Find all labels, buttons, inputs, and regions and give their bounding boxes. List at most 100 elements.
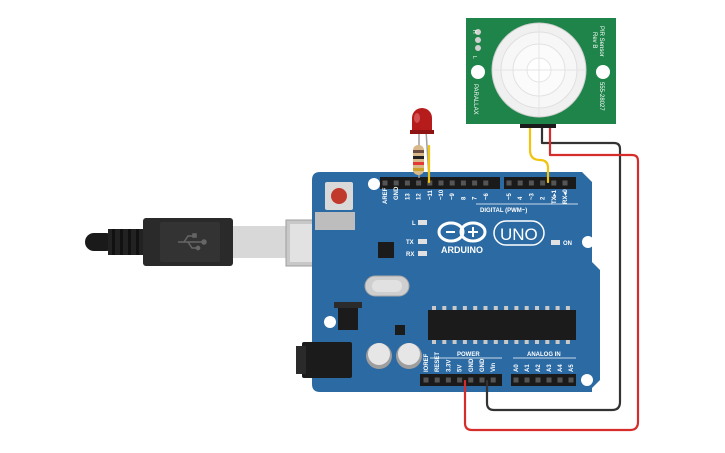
power-pin-label: GND: [480, 358, 486, 372]
arduino-logo: [437, 221, 487, 243]
power-pin-label: Vin: [491, 362, 497, 372]
header-hole[interactable]: [449, 180, 455, 186]
svg-text:RX: RX: [406, 252, 414, 258]
power-pin-label: 5V: [458, 365, 464, 372]
mounting-hole: [471, 65, 485, 79]
svg-text:H: H: [471, 30, 477, 34]
analog-pin-label: A2: [536, 364, 542, 372]
svg-text:L: L: [412, 221, 416, 227]
digital-pin-label: ~6: [484, 192, 490, 200]
digital-header-label: DIGITAL (PWM~): [480, 208, 527, 214]
atmega-chip: [428, 306, 576, 344]
digital-pin-label: ~11: [428, 189, 434, 200]
mounting-hole: [324, 316, 336, 328]
svg-text:TX: TX: [406, 240, 414, 246]
digital-pin-label: 2: [541, 196, 547, 200]
uno-badge: UNO: [493, 220, 545, 246]
header-hole[interactable]: [460, 180, 466, 186]
arduino-logo-text: ARDUINO: [441, 245, 483, 255]
pir-sensor: H L PARALLAX PIR Sensor Rev B 555-28027: [466, 18, 616, 128]
wire-signal: [528, 123, 550, 184]
digital-pin-label: RX◂0: [563, 189, 569, 204]
header-hole[interactable]: [513, 377, 519, 383]
analog-header-label: ANALOG IN: [527, 352, 561, 358]
header-hole[interactable]: [479, 377, 485, 383]
header-hole[interactable]: [445, 377, 451, 383]
crystal-oscillator: [364, 275, 410, 297]
digital-pin-label: ~5: [507, 192, 513, 200]
header-hole[interactable]: [483, 180, 489, 186]
arduino-uno-board: AREF GND 13 12 ~11 ~10 ~9 8 7 ~6 ~5 4 ~3 2 TX▸1 RX◂0 DI…: [296, 172, 600, 392]
usb-icon: [178, 233, 207, 251]
digital-pin-label: ~3: [529, 192, 535, 200]
power-pin-label: RESET: [435, 352, 441, 372]
wire-ground: [485, 123, 622, 412]
mounting-hole: [368, 178, 380, 190]
header-hole[interactable]: [551, 180, 557, 186]
mounting-hole: [596, 65, 610, 79]
header-hole[interactable]: [562, 180, 568, 186]
analog-pin-label: A0: [514, 364, 520, 372]
header-hole[interactable]: [546, 377, 552, 383]
header-hole[interactable]: [423, 377, 429, 383]
uno-text: UNO: [500, 225, 538, 244]
digital-pin-label: 8: [461, 196, 467, 200]
usb-chip: [378, 242, 394, 258]
header-hole[interactable]: [434, 377, 440, 383]
mounting-hole: [582, 236, 594, 248]
header-hole[interactable]: [528, 180, 534, 186]
dc-power-jack: [296, 342, 352, 378]
header-hole[interactable]: [540, 180, 546, 186]
svg-text:ON: ON: [563, 241, 572, 247]
header-hole[interactable]: [382, 180, 388, 186]
header-hole[interactable]: [404, 180, 410, 186]
power-header: [420, 374, 576, 386]
header-hole[interactable]: [438, 180, 444, 186]
wire-power: [463, 123, 640, 432]
pir-brand: PARALLAX: [472, 84, 478, 115]
analog-pin-label: A1: [525, 364, 531, 372]
header-hole[interactable]: [468, 377, 474, 383]
digital-pin-label: ~10: [439, 189, 445, 200]
digital-header: [380, 177, 576, 189]
header-hole[interactable]: [517, 180, 523, 186]
power-pin-label: 3.3V: [446, 360, 452, 372]
header-hole[interactable]: [506, 180, 512, 186]
digital-pin-label: 13: [405, 193, 411, 200]
small-ic: [395, 325, 405, 335]
pir-part-number: 555-28027: [598, 82, 604, 111]
digital-pin-label: GND: [394, 186, 400, 200]
power-pin-label: IOREF: [424, 353, 430, 372]
digital-pin-label: 12: [417, 193, 423, 200]
power-header-label: POWER: [457, 352, 480, 358]
header-hole[interactable]: [457, 377, 463, 383]
header-hole[interactable]: [416, 180, 422, 186]
capacitor: [366, 343, 392, 369]
header-hole[interactable]: [557, 377, 563, 383]
header-hole[interactable]: [472, 180, 478, 186]
digital-pin-label: AREF: [383, 187, 389, 204]
analog-pin-label: A5: [569, 364, 575, 372]
wires: [427, 123, 640, 432]
digital-pin-label: 4: [518, 196, 524, 200]
pir-dome: [491, 22, 587, 118]
header-hole[interactable]: [490, 377, 496, 383]
header-hole[interactable]: [427, 180, 433, 186]
resistor: [413, 145, 424, 175]
capacitor: [396, 343, 422, 369]
analog-pin-label: A3: [547, 364, 553, 372]
digital-pin-label: 7: [473, 196, 479, 200]
header-hole[interactable]: [524, 377, 530, 383]
status-leds: L TX RX ON: [406, 220, 572, 258]
header-hole[interactable]: [393, 180, 399, 186]
analog-pin-label: A4: [558, 364, 564, 372]
jumper-pins: [475, 29, 481, 51]
reset-button[interactable]: [325, 182, 353, 210]
header-hole[interactable]: [568, 377, 574, 383]
header-hole[interactable]: [535, 377, 541, 383]
voltage-regulator: [334, 302, 362, 330]
pir-title: PIR Sensor: [598, 26, 604, 57]
digital-pin-label: ~9: [450, 192, 456, 200]
digital-pin-label: TX▸1: [552, 189, 558, 204]
